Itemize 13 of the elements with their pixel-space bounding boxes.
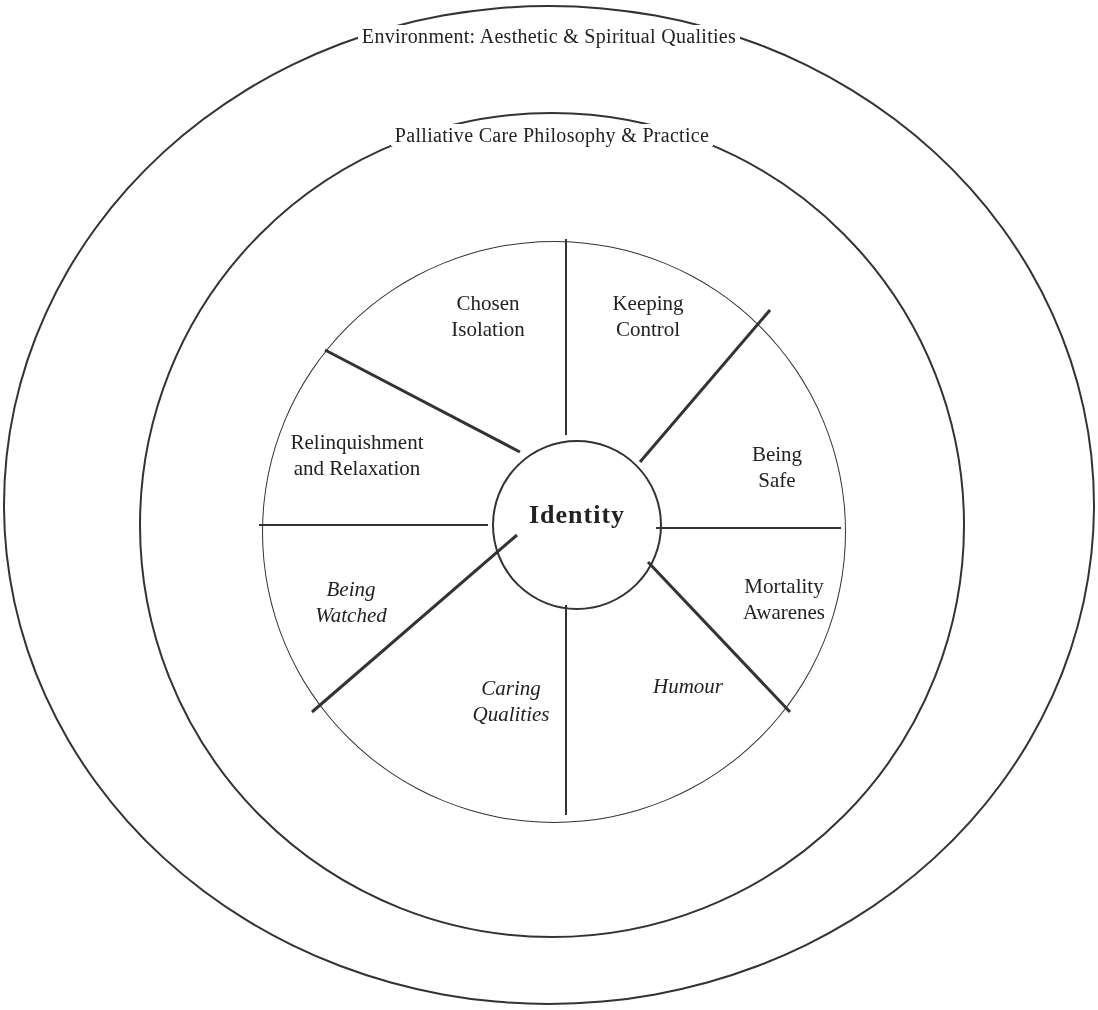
- segment-label: Caring Qualities: [451, 675, 571, 728]
- segment-label: Being Safe: [737, 441, 817, 494]
- segment-label: Keeping Control: [588, 290, 708, 343]
- ring-label: Palliative Care Philosophy & Practice: [390, 124, 714, 146]
- segment-label: Mortality Awarenes: [719, 573, 849, 626]
- segment-label: Humour: [625, 673, 751, 700]
- ring-label: Environment: Aesthetic & Spiritual Qualities: [357, 25, 741, 47]
- center-circle: Identity: [492, 440, 662, 610]
- middle-circle: [139, 112, 965, 938]
- segment-label: Chosen Isolation: [428, 290, 548, 343]
- segment-label: Being Watched: [291, 576, 411, 629]
- outer-ellipse: [3, 5, 1095, 1005]
- segment-label: Relinquishment and Relaxation: [287, 429, 427, 482]
